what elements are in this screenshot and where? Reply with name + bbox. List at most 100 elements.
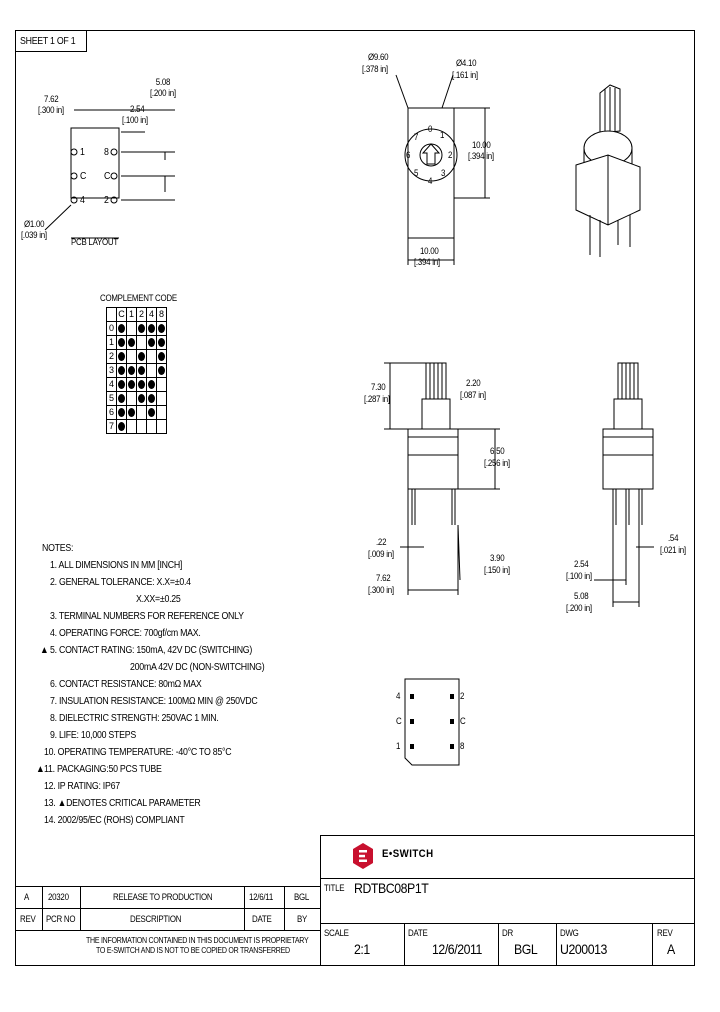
pcb-dim-254: 2.54 [130,104,145,114]
top-dim-960-in: [.378 in] [362,64,388,74]
filled-dot-icon [118,366,125,376]
filled-dot-icon [118,338,125,348]
complement-row: 5 [106,391,167,406]
complement-cell [116,419,127,434]
note-3: 3. TERMINAL NUMBERS FOR REFERENCE ONLY [50,611,244,622]
complement-cell [156,363,167,378]
note-13: 13. ▲DENOTES CRITICAL PARAMETER [44,798,201,809]
side-dim-762: 7.62 [376,573,391,583]
complement-row-label: 4 [106,377,117,392]
rev-line-top [15,886,320,887]
description-header: DESCRIPTION [130,914,182,924]
filled-dot-icon [138,394,145,404]
complement-header-row: C 1 2 4 8 [106,307,167,322]
description-value: RELEASE TO PRODUCTION [113,892,213,902]
title-label: TITLE [324,883,345,893]
note-14: 14. 2002/95/EC (ROHS) COMPLIANT [44,815,185,826]
side-dim-22-in: [.009 in] [368,549,394,559]
pcb-hole-dim: Ø1.00 [24,219,45,229]
complement-cell [116,377,127,392]
pcb-layout [15,70,205,250]
filled-dot-icon [118,380,125,390]
complement-row-label: 7 [106,419,117,434]
bottom-pin-2: 2 [460,691,465,701]
complement-row: 0 [106,321,167,336]
complement-header: 8 [156,307,167,322]
date-value: 12/6/11 [249,892,273,902]
complement-row-label: 0 [106,321,117,336]
by-value: BGL [294,892,310,902]
complement-cell [116,335,127,350]
title-value: RDTBC08P1T [354,880,429,896]
pcb-pin-1: 1 [80,147,85,158]
note-11: 11. PACKAGING:50 PCS TUBE [44,764,162,775]
date-label: DATE [408,928,428,938]
isometric-view [570,75,650,260]
pcb-dim-762-in: [.300 in] [38,105,64,115]
rev-line-mid [15,908,320,909]
complement-cell [136,391,147,406]
rev-line-bottom [15,930,320,931]
side-dim-650-in: [.256 in] [484,458,510,468]
critical-marker-icon: ▲ [36,764,45,775]
complement-row-label: 1 [106,335,117,350]
complement-cell [126,349,137,364]
note-4: 4. OPERATING FORCE: 700gf/cm MAX. [50,628,201,639]
title-line-fields [320,923,695,924]
note-9: 9. LIFE: 10,000 STEPS [50,730,136,741]
bottom-view-drawing [404,678,460,766]
drawing-frame [15,30,695,966]
complement-row: 6 [106,405,167,420]
complement-cell [146,349,157,364]
complement-cell [136,321,147,336]
note-5: 5. CONTACT RATING: 150mA, 42V DC (SWITCH… [50,645,253,656]
filled-dot-icon [118,394,125,404]
top-view [360,40,510,280]
pcb-pin-2: 2 [104,195,109,206]
complement-cell [156,405,167,420]
top-dim-h1000: 10.00 [472,140,491,150]
complement-row-label: 2 [106,349,117,364]
side-dim-730: 7.30 [371,382,386,392]
side-view [360,355,530,610]
rev-col-4 [284,886,285,930]
bottom-pin-4: 4 [396,691,401,701]
complement-cell [136,335,147,350]
pcb-pin-c-left: C [80,171,87,182]
complement-cell [116,321,127,336]
complement-header: 4 [146,307,157,322]
sheet-box [15,30,87,52]
complement-cell [136,349,147,364]
complement-cell [136,377,147,392]
e-switch-logo [352,842,462,870]
complement-cell [126,377,137,392]
complement-header: 2 [136,307,147,322]
side-dim-390-in: [.150 in] [484,565,510,575]
front-dim-54-in: [.021 in] [660,545,686,555]
bottom-pin-8: 8 [460,741,465,751]
filled-dot-icon [128,366,135,376]
note-1: 1. ALL DIMENSIONS IN MM [INCH] [50,560,183,571]
pcb-dim-508-in: [.200 in] [150,88,176,98]
bottom-pin-c-right: C [460,716,466,726]
top-dim-w1000: 10.00 [420,246,439,256]
pcr-value: 20320 [48,892,69,902]
date-title-value: 12/6/2011 [432,941,482,957]
filled-dot-icon [148,380,155,390]
drawn-by-value: BGL [514,941,538,957]
note-5b: 200mA 42V DC (NON-SWITCHING) [130,662,265,673]
scale-value: 2:1 [354,941,370,957]
drawn-by-label: DR [502,928,513,938]
complement-row: 4 [106,377,167,392]
front-dim-508: 5.08 [574,591,589,601]
complement-cell [156,391,167,406]
side-view-drawing [384,362,500,595]
rev-col-1 [42,886,43,930]
sheet-label: SHEET 1 OF 1 [20,36,76,47]
note-2b: X.XX=±0.25 [136,594,181,605]
complement-cell [156,335,167,350]
complement-cell [146,377,157,392]
filled-dot-icon [138,366,145,376]
pcb-dim-762: 7.62 [44,94,59,104]
